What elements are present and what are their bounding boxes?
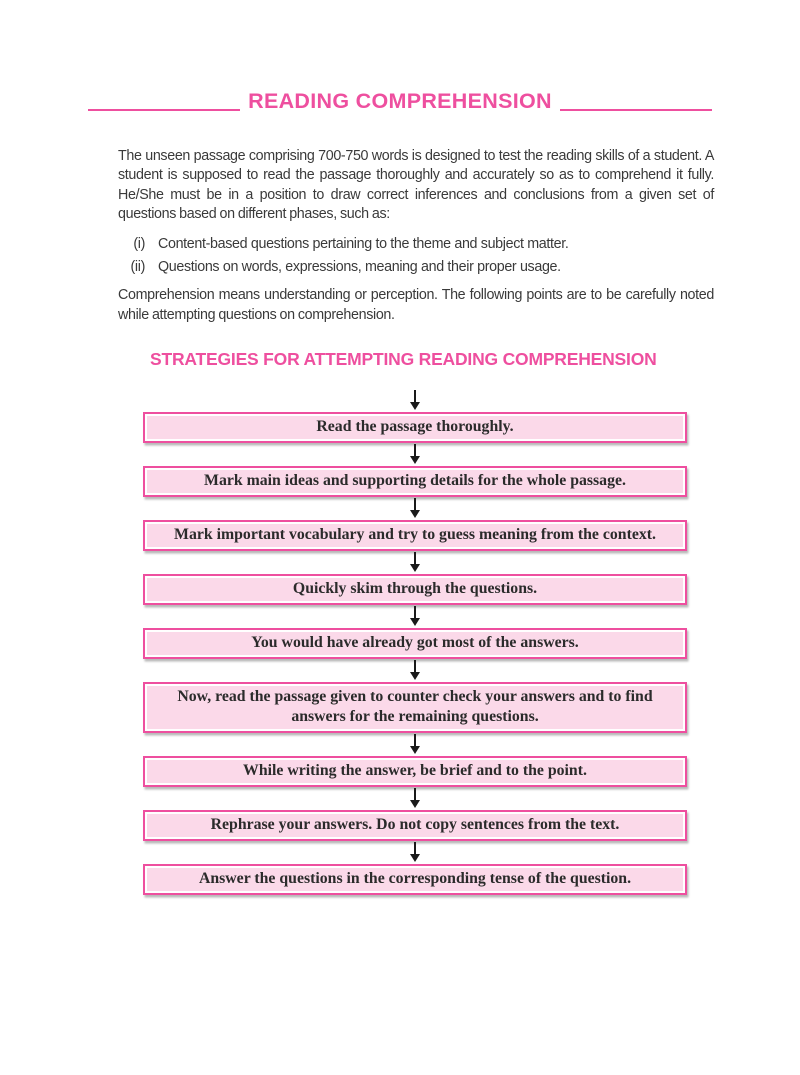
strategies-heading: STRATEGIES FOR ATTEMPTING READING COMPRE… — [150, 349, 657, 370]
down-arrow-icon — [143, 389, 687, 412]
flowchart-box: Read the passage thoroughly. — [143, 412, 687, 444]
down-arrow-icon — [143, 497, 687, 520]
flowchart-step: While writing the answer, be brief and t… — [143, 733, 687, 788]
down-arrow-icon — [143, 551, 687, 574]
list-item-text: Content-based questions pertaining to th… — [158, 235, 569, 252]
page-title: READING COMPREHENSION — [248, 89, 552, 113]
flowchart-step: Mark important vocabulary and try to gue… — [143, 497, 687, 552]
flowchart-step: Read the passage thoroughly. — [143, 389, 687, 444]
down-arrow-icon — [143, 841, 687, 864]
strategies-flowchart: Read the passage thoroughly. Mark main i… — [143, 389, 687, 896]
down-arrow-icon — [143, 733, 687, 756]
title-rule-right — [559, 108, 712, 111]
flowchart-step: Now, read the passage given to counter c… — [143, 659, 687, 734]
down-arrow-icon — [143, 659, 687, 682]
question-type-item: (i) Content-based questions pertaining t… — [118, 235, 714, 255]
flowchart-box: Now, read the passage given to counter c… — [143, 682, 687, 734]
intro-paragraph: The unseen passage comprising 700-750 wo… — [118, 147, 714, 223]
flowchart-box: Mark main ideas and supporting details f… — [143, 466, 687, 498]
flowchart-step: Mark main ideas and supporting details f… — [143, 443, 687, 498]
flowchart-box: Answer the questions in the correspondin… — [143, 864, 687, 896]
list-item-marker: (ii) — [130, 258, 146, 275]
flowchart-box: You would have already got most of the a… — [143, 628, 687, 660]
comprehension-paragraph: Comprehension means understanding or per… — [118, 287, 714, 323]
flowchart-step: Answer the questions in the correspondin… — [143, 841, 687, 896]
question-type-list: (i) Content-based questions pertaining t… — [118, 235, 714, 278]
down-arrow-icon — [143, 605, 687, 628]
flowchart-box: Mark important vocabulary and try to gue… — [143, 520, 687, 552]
page-title-row: READING COMPREHENSION — [88, 0, 712, 114]
down-arrow-icon — [143, 787, 687, 810]
flowchart-step: You would have already got most of the a… — [143, 605, 687, 660]
flowchart-box: Quickly skim through the questions. — [143, 574, 687, 606]
flowchart-step: Rephrase your answers. Do not copy sente… — [143, 787, 687, 842]
title-rule-left — [88, 108, 241, 111]
flowchart-box: Rephrase your answers. Do not copy sente… — [143, 810, 687, 842]
list-item-marker: (i) — [133, 235, 145, 252]
list-item-text: Questions on words, expressions, meaning… — [158, 258, 561, 275]
question-type-item: (ii) Questions on words, expressions, me… — [118, 258, 714, 278]
flowchart-step: Quickly skim through the questions. — [143, 551, 687, 606]
flowchart-box: While writing the answer, be brief and t… — [143, 756, 687, 788]
down-arrow-icon — [143, 443, 687, 466]
